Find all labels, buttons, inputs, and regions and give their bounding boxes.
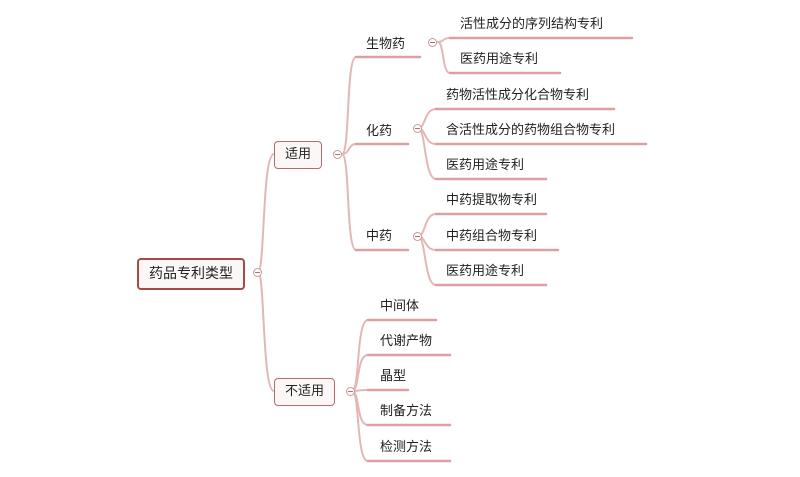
connector-applicable-bio — [341, 56, 357, 155]
leaf-item[interactable]: 中药提取物专利 — [446, 192, 537, 210]
group-chem-label: 化药 — [366, 124, 393, 139]
leaf-item[interactable]: 活性成分的序列结构专利 — [460, 16, 603, 34]
connector-applicable-tcm — [341, 153, 357, 251]
leaf-item[interactable]: 医药用途专利 — [446, 263, 524, 281]
collapse-icon[interactable] — [428, 38, 437, 47]
not-applicable-node[interactable]: 不适用 — [274, 378, 336, 406]
leaf-label: 代谢产物 — [380, 334, 433, 349]
group-chem[interactable]: 化药 — [366, 123, 392, 141]
collapse-icon[interactable] — [413, 124, 422, 133]
connector-bio-leaf — [437, 37, 451, 43]
leaf-label: 检测方法 — [380, 440, 433, 455]
not-applicable-label: 不适用 — [285, 384, 325, 399]
leaf-item[interactable]: 含活性成分的药物组合物专利 — [446, 122, 615, 140]
leaf-item[interactable]: 制备方法 — [380, 403, 432, 421]
connector-applicable-chem — [341, 143, 357, 155]
leaf-label: 活性成分的序列结构专利 — [460, 17, 604, 32]
collapse-icon[interactable] — [333, 150, 342, 159]
leaf-item[interactable]: 药物活性成分化合物专利 — [446, 87, 589, 105]
leaf-label: 药物活性成分化合物专利 — [446, 88, 590, 103]
leaf-item[interactable]: 医药用途专利 — [460, 51, 538, 69]
root-label: 药品专利类型 — [149, 266, 233, 282]
collapse-icon[interactable] — [346, 387, 355, 396]
group-tcm-label: 中药 — [366, 229, 393, 244]
connector-bio-leaf — [437, 41, 451, 74]
connector-tcm-leaf — [417, 235, 437, 286]
connector-root-not-applicable — [257, 271, 275, 392]
group-bio-label: 生物药 — [366, 37, 406, 52]
root-node[interactable]: 药品专利类型 — [137, 258, 245, 290]
group-bio[interactable]: 生物药 — [366, 36, 405, 54]
leaf-item[interactable]: 中间体 — [380, 298, 419, 316]
group-tcm[interactable]: 中药 — [366, 228, 392, 246]
leaf-label: 中药提取物专利 — [446, 193, 538, 208]
leaf-item[interactable]: 晶型 — [380, 368, 406, 386]
leaf-item[interactable]: 检测方法 — [380, 439, 432, 457]
leaf-item[interactable]: 中药组合物专利 — [446, 228, 537, 246]
connector-na-leaf — [351, 390, 369, 462]
leaf-label: 晶型 — [380, 369, 407, 384]
leaf-label: 中间体 — [380, 299, 420, 314]
leaf-label: 制备方法 — [380, 404, 433, 419]
collapse-icon[interactable] — [253, 268, 262, 277]
leaf-label: 医药用途专利 — [460, 52, 539, 67]
leaf-label: 医药用途专利 — [446, 158, 525, 173]
leaf-label: 医药用途专利 — [446, 264, 525, 279]
leaf-item[interactable]: 医药用途专利 — [446, 157, 524, 175]
collapse-icon[interactable] — [413, 232, 422, 241]
applicable-node[interactable]: 适用 — [274, 141, 323, 169]
connector-chem-leaf — [417, 127, 437, 180]
leaf-label: 中药组合物专利 — [446, 229, 538, 244]
leaf-label: 含活性成分的药物组合物专利 — [446, 123, 616, 138]
applicable-label: 适用 — [285, 147, 312, 162]
connector-root-applicable — [257, 153, 275, 273]
leaf-item[interactable]: 代谢产物 — [380, 333, 432, 351]
